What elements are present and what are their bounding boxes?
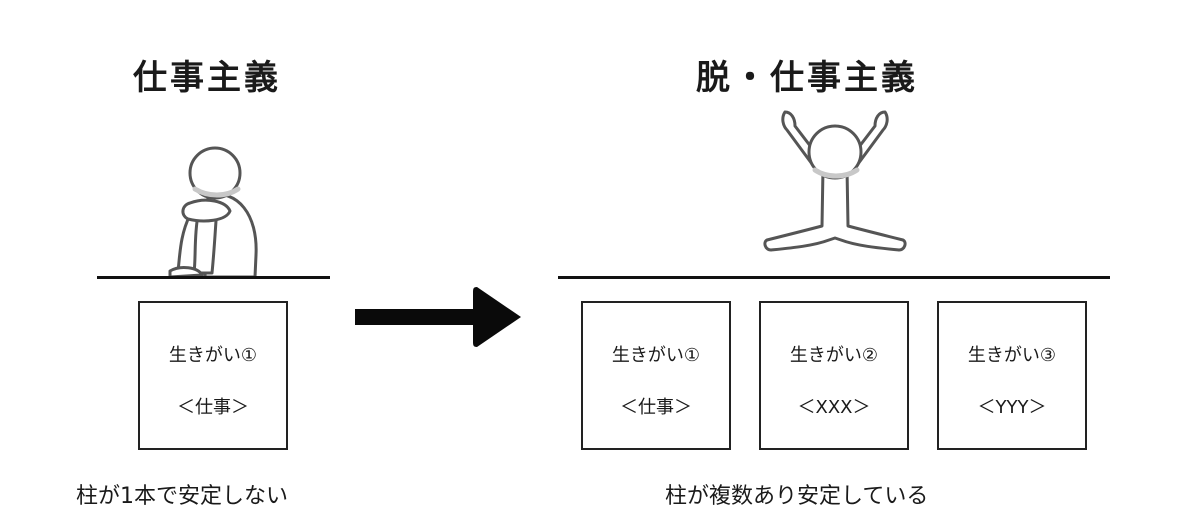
left-title: 仕事主義 xyxy=(133,58,281,98)
pillar-content: ＜仕事＞ xyxy=(620,397,692,418)
right-floor-line xyxy=(558,276,1110,279)
right-pillar-1: 生きがい① ＜仕事＞ xyxy=(581,301,731,450)
right-arrow-icon xyxy=(355,287,521,347)
left-caption: 柱が1本で安定しない xyxy=(76,484,288,509)
jumping-figure-icon xyxy=(763,110,907,252)
pillar-content: ＜XXX＞ xyxy=(797,397,871,418)
right-pillar-3: 生きがい③ ＜YYY＞ xyxy=(937,301,1087,450)
sitting-figure-icon xyxy=(168,146,258,279)
right-pillar-2: 生きがい② ＜XXX＞ xyxy=(759,301,909,450)
pillar-label: 生きがい① xyxy=(611,345,701,366)
right-caption: 柱が複数あり安定している xyxy=(665,484,929,509)
left-pillar-1: 生きがい① ＜仕事＞ xyxy=(138,301,288,450)
pillar-label: 生きがい③ xyxy=(967,345,1057,366)
pillar-content: ＜YYY＞ xyxy=(977,397,1047,418)
pillar-label: 生きがい① xyxy=(168,345,258,366)
left-floor-line xyxy=(97,276,330,279)
pillar-content: ＜仕事＞ xyxy=(177,397,249,418)
right-title: 脱・仕事主義 xyxy=(696,58,918,98)
pillar-label: 生きがい② xyxy=(789,345,879,366)
